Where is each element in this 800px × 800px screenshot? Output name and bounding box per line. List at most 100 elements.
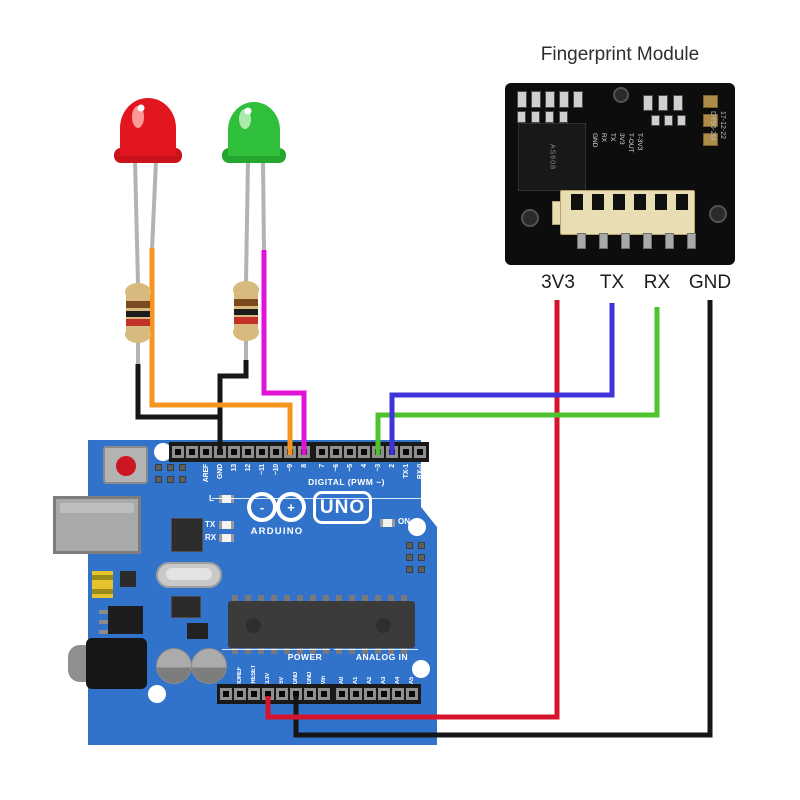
header-pin [256, 446, 268, 458]
header-pin-3v3 [262, 688, 274, 700]
header-pin [350, 688, 362, 700]
usb-interface-chip [171, 518, 203, 552]
arduino-brand-text: ARDUINO [250, 526, 304, 537]
silkscreen-rule [212, 498, 428, 499]
smd-components [517, 91, 583, 108]
resistor-right [233, 281, 259, 341]
on-led-label: ON [398, 517, 410, 526]
header-pin-3 [372, 446, 384, 458]
digital-right-labels: 7 ~6 ~5 4 ~3 2 TX-1 RX-0 [318, 464, 424, 480]
led-rx-label: RX [205, 533, 217, 542]
mounting-hole [148, 685, 166, 703]
digital-header-left [169, 442, 313, 462]
header-pin [186, 446, 198, 458]
power-labels: IOREF RESET 3.3V 5V GND GND Vin [237, 665, 327, 684]
smd-components [643, 95, 683, 111]
led-l-indicator [219, 495, 234, 503]
regulator-leg [99, 610, 109, 614]
jst-connector [560, 190, 695, 235]
analog-labels: A0 A1 A2 A3 A4 A5 [339, 676, 415, 684]
voltage-regulator [108, 606, 143, 634]
header-pin [318, 688, 330, 700]
power-jack [86, 638, 147, 689]
resistor-band [234, 309, 258, 315]
digital-header-right [313, 442, 429, 462]
silkscreen-rule [222, 649, 330, 650]
icsp-header-usb [155, 464, 186, 483]
screw-icon [709, 205, 727, 223]
capacitor-yellow [92, 571, 113, 598]
wire-green-led-signal [261, 250, 307, 455]
header-pin [220, 688, 232, 700]
wire-red-led-signal [149, 248, 293, 455]
silkscreen-pin-labels: GND RX TX 3V3 T-OUT T-3V3 [591, 133, 643, 153]
led-tx-indicator [219, 521, 234, 529]
header-pin [336, 688, 348, 700]
resistor-band [126, 319, 150, 326]
fingerprint-module-board: AS608 GND RX TX 3V3 T-OUT T-3V3 [505, 83, 735, 265]
usb-port [53, 496, 141, 554]
ic-marker-dot [246, 618, 261, 633]
resistor-band [234, 317, 258, 324]
smd-components [517, 111, 568, 123]
header-pin [248, 688, 260, 700]
screw-icon [613, 87, 629, 103]
resistor-band [234, 299, 258, 306]
header-pin-9 [284, 446, 296, 458]
led-highlight [137, 104, 145, 112]
resistor-left [125, 283, 151, 343]
digital-left-labels: AREF GND 13 12 ~11 ~10 ~9 8 [202, 464, 308, 483]
header-pin [406, 688, 418, 700]
electrolytic-capacitor [156, 648, 192, 684]
header-pin [364, 688, 376, 700]
header-pin [330, 446, 342, 458]
header-pin-2 [386, 446, 398, 458]
led-highlight [239, 109, 251, 129]
led-tx-label: TX [205, 520, 216, 529]
module-pin-rx: RX [643, 272, 671, 293]
header-pin-gnd [290, 688, 302, 700]
transistor [120, 571, 136, 587]
connector-pins [577, 233, 696, 249]
analog-header [333, 684, 421, 704]
header-pin [234, 688, 246, 700]
version-labels: DY50-2M 17-12-22 [709, 111, 726, 141]
led-on-indicator [380, 519, 395, 527]
reset-button-cap [116, 456, 136, 476]
wire-module-tx [389, 303, 615, 455]
regulator-leg [99, 630, 109, 634]
mounting-hole [408, 518, 426, 536]
header-pin [270, 446, 282, 458]
header-pin [344, 446, 356, 458]
small-ic [171, 596, 201, 618]
led-rx-indicator [219, 534, 234, 542]
green-led-anode-leg [261, 159, 266, 253]
led-highlight [132, 106, 144, 128]
crystal-oscillator [156, 562, 222, 588]
ic-marker-dot [376, 618, 391, 633]
smd-components [651, 115, 686, 126]
module-pin-tx: TX [599, 272, 625, 293]
header-pin [200, 446, 212, 458]
red-led-cathode-leg [133, 159, 140, 285]
green-led-cathode-leg [244, 159, 250, 283]
electrolytic-capacitor [191, 648, 227, 684]
red-led [114, 98, 182, 163]
header-pin [414, 446, 426, 458]
led-highlight [244, 107, 252, 115]
header-pin [316, 446, 328, 458]
gold-pads [703, 95, 718, 146]
header-pin [378, 688, 390, 700]
reset-button [103, 446, 148, 484]
screw-icon [521, 209, 539, 227]
led-l-label: L [209, 494, 214, 503]
wire-resistor-left-gnd [135, 364, 222, 420]
header-pin-gnd [214, 446, 226, 458]
fingerprint-sensor-chip: AS608 [518, 123, 586, 191]
chip-label: AS608 [548, 143, 556, 171]
header-pin [276, 688, 288, 700]
header-pin [400, 446, 412, 458]
resistor-band [126, 311, 150, 317]
small-component [187, 623, 208, 639]
